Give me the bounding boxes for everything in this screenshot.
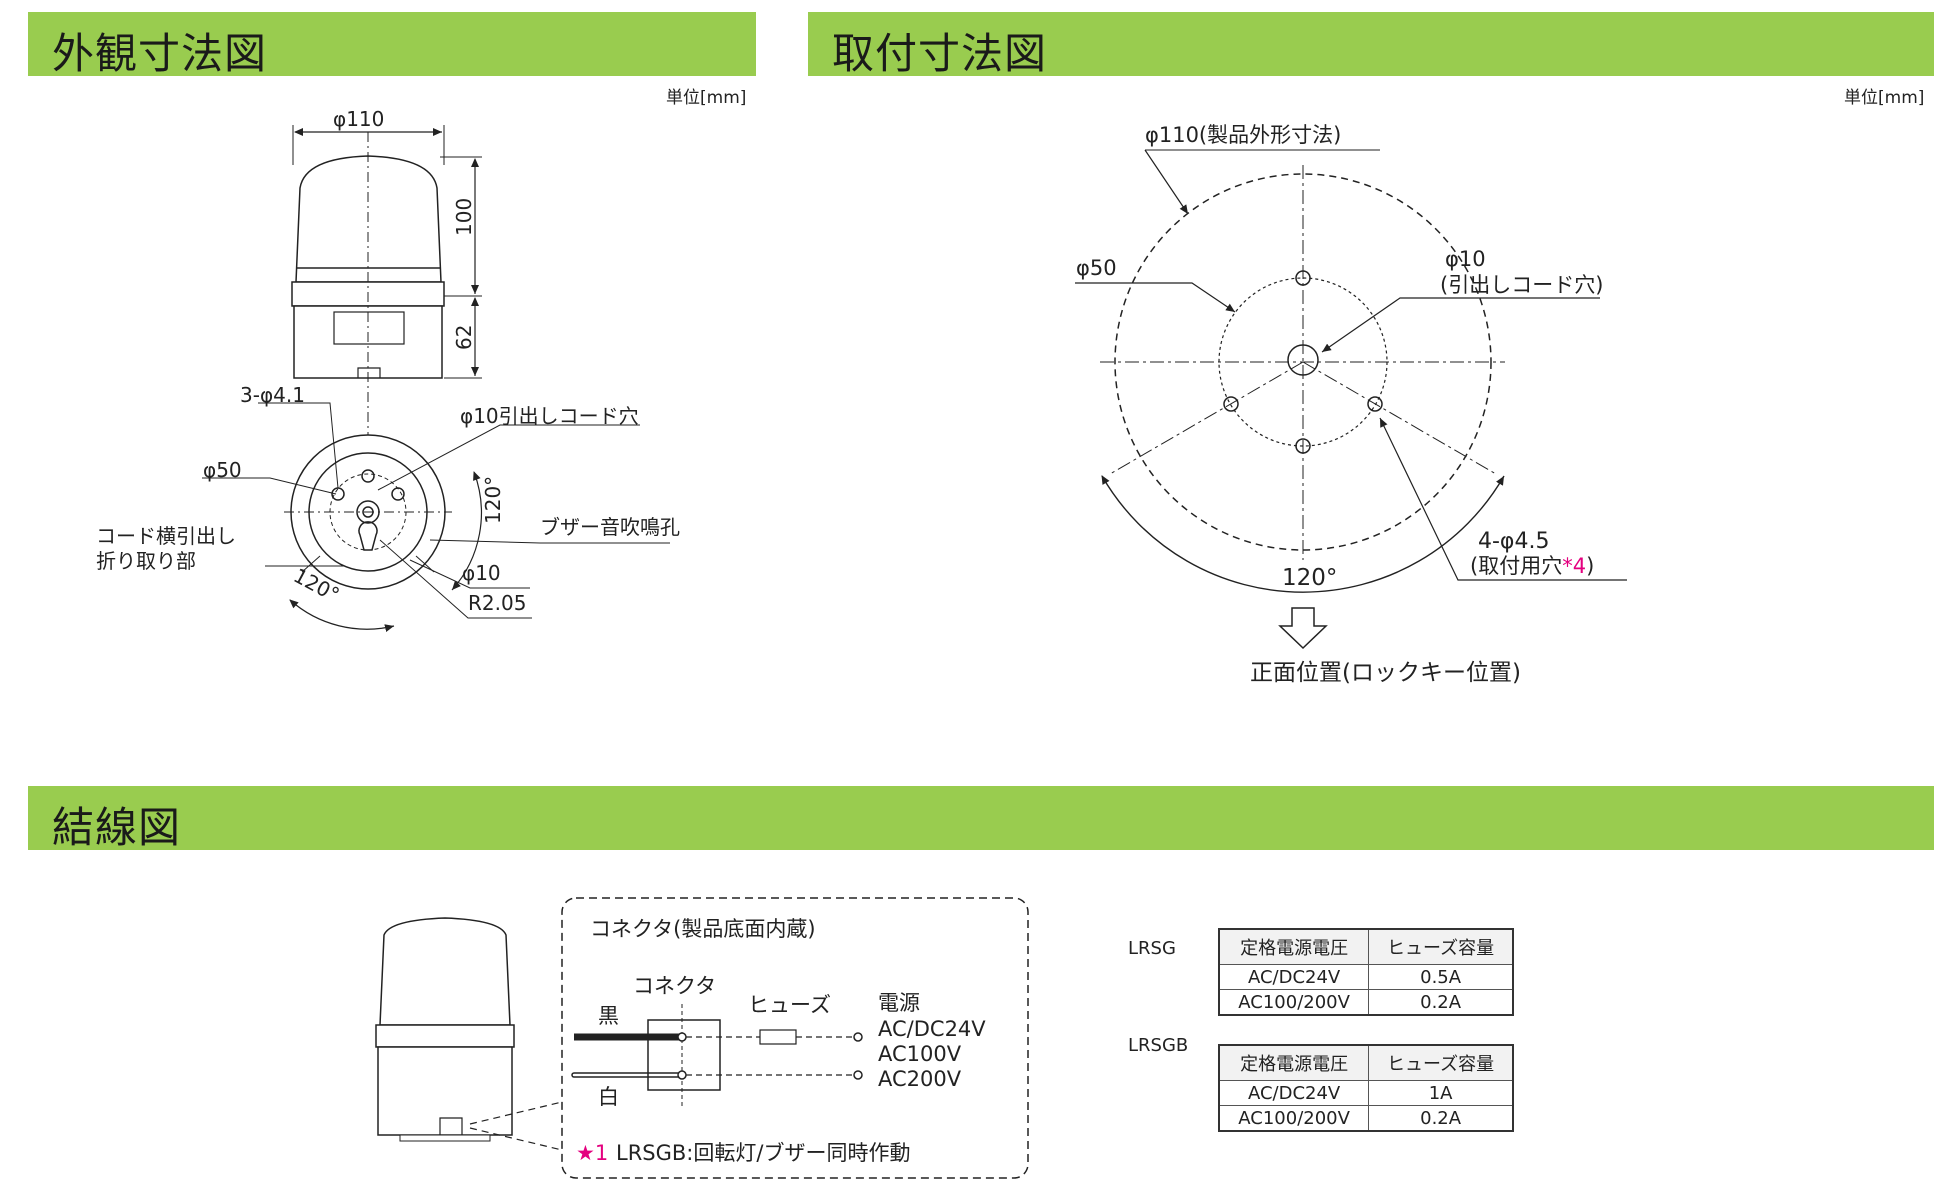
ext-dim-width: φ110 <box>333 107 384 131</box>
mount-pcd-label: φ50 <box>1076 256 1117 280</box>
mount-front-label: 正面位置(ロックキー位置) <box>1250 660 1521 686</box>
wiring-connector-box <box>561 897 1029 1179</box>
wiring-voltage-1: AC/DC24V <box>878 1017 986 1041</box>
ext-phi10-label: φ10 <box>462 561 501 585</box>
table-row: AC/DC24V 1A <box>1218 1080 1514 1106</box>
mount-cord-hole-1: φ10 <box>1445 247 1486 271</box>
fuse-table-lrsgb: 定格電源電圧 ヒューズ容量 AC/DC24V 1A AC100/200V 0.2… <box>1218 1044 1514 1132</box>
table-header-fuse: ヒューズ容量 <box>1368 1044 1514 1081</box>
fuse-table-lrsg: 定格電源電圧 ヒューズ容量 AC/DC24V 0.5A AC100/200V 0… <box>1218 928 1514 1016</box>
table-row: AC/DC24V 0.5A <box>1218 964 1514 990</box>
table-model-lrsgb: LRSGB <box>1128 1035 1189 1056</box>
table-model-lrsg: LRSG <box>1128 938 1176 959</box>
ext-r205-label: R2.05 <box>468 591 526 615</box>
ext-angle-right: 120° <box>481 476 505 524</box>
mount-outline-label: φ110(製品外形寸法) <box>1145 123 1341 147</box>
table-header-row: 定格電源電圧 ヒューズ容量 <box>1218 928 1514 965</box>
section-title-external: 外観寸法図 <box>52 29 268 78</box>
wiring-fuse-label: ヒューズ <box>748 993 831 1017</box>
ext-dim-height-top: 100 <box>452 198 476 236</box>
table-header-voltage: 定格電源電圧 <box>1218 928 1370 965</box>
ext-holes-label: 3-φ4.1 <box>240 383 305 407</box>
unit-label-mounting: 単位[mm] <box>1844 88 1925 108</box>
table-header-fuse: ヒューズ容量 <box>1368 928 1514 965</box>
table-cell: 0.2A <box>1368 989 1514 1016</box>
section-title-wiring: 結線図 <box>52 803 182 852</box>
table-cell: AC100/200V <box>1218 1105 1370 1132</box>
unit-label-external: 単位[mm] <box>666 88 747 108</box>
table-cell: 0.5A <box>1368 964 1514 990</box>
wiring-circuit <box>571 1004 863 1108</box>
wiring-black-label: 黒 <box>598 1004 619 1028</box>
wiring-white-label: 白 <box>598 1085 619 1109</box>
mount-cord-hole-2: (引出しコード穴) <box>1440 273 1603 297</box>
table-cell: AC/DC24V <box>1218 1080 1370 1106</box>
table-header-row: 定格電源電圧 ヒューズ容量 <box>1218 1044 1514 1081</box>
wiring-box-title: コネクタ(製品底面内蔵) <box>590 917 816 941</box>
section-header-mounting: 取付寸法図 <box>808 12 1934 78</box>
table-cell: AC/DC24V <box>1218 964 1370 990</box>
mount-holes-1: 4-φ4.5 <box>1478 529 1549 554</box>
ext-dim-height-bottom: 62 <box>452 325 476 350</box>
wiring-voltage-3: AC200V <box>878 1067 962 1091</box>
wiring-note: LRSGB:回転灯/ブザー同時作動 <box>616 1141 910 1165</box>
table-cell: AC100/200V <box>1218 989 1370 1016</box>
section-header-wiring: 結線図 <box>28 786 1934 852</box>
section-header-external: 外観寸法図 <box>28 12 756 78</box>
ext-cord-hole-label: φ10引出しコード穴 <box>460 404 639 428</box>
table-header-voltage: 定格電源電圧 <box>1218 1044 1370 1081</box>
table-row: AC100/200V 0.2A <box>1218 989 1514 1016</box>
wiring-voltage-2: AC100V <box>878 1042 962 1066</box>
wiring-connector-label: コネクタ <box>633 974 716 998</box>
mount-holes-2: (取付用穴*4) <box>1470 554 1594 578</box>
ext-side-cord-2: 折り取り部 <box>96 549 196 573</box>
section-title-mounting: 取付寸法図 <box>832 29 1048 78</box>
mounting-view <box>1075 149 1627 650</box>
external-bottom-view <box>202 402 670 632</box>
table-cell: 0.2A <box>1368 1105 1514 1132</box>
ext-pcd-label: φ50 <box>203 458 242 482</box>
ext-side-cord-1: コード横引出し <box>96 524 236 548</box>
table-cell: 1A <box>1368 1080 1514 1106</box>
wiring-lamp <box>375 917 563 1151</box>
table-row: AC100/200V 0.2A <box>1218 1105 1514 1132</box>
ext-buzzer-label: ブザー音吹鳴孔 <box>540 515 680 539</box>
mount-angle-label: 120° <box>1282 565 1337 591</box>
wiring-star-mark: ★1 <box>576 1141 608 1165</box>
wiring-power-label: 電源 <box>878 991 920 1015</box>
external-side-view <box>291 125 482 470</box>
